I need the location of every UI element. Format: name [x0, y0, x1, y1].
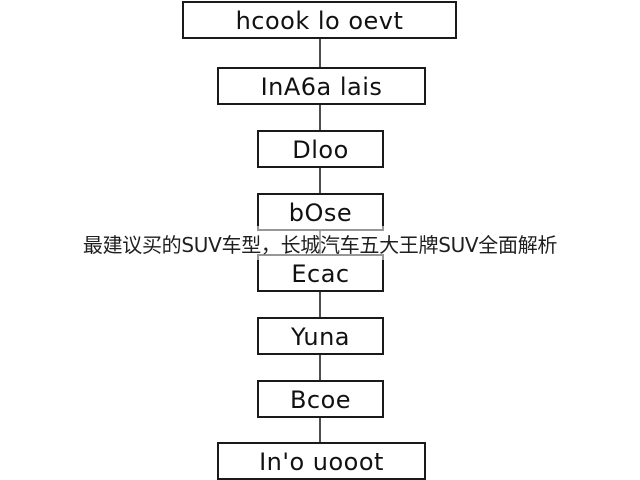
node-label: InA6a lais	[261, 73, 383, 101]
flow-node: Dloo	[257, 130, 384, 168]
node-box	[257, 317, 384, 355]
node-box	[257, 193, 384, 231]
caption-text: 最建议买的SUV车型，长城汽车五大王牌SUV全面解析	[82, 232, 558, 257]
node-label: Dloo	[292, 136, 349, 164]
flow-node: In'o uooot	[217, 442, 426, 480]
caption-overlay: 最建议买的SUV车型，长城汽车五大王牌SUV全面解析	[0, 226, 640, 260]
flow-node: bOse	[257, 193, 384, 231]
node-label: Bcoe	[290, 386, 351, 414]
node-label: hcook lo oevt	[236, 7, 404, 35]
node-box	[257, 130, 384, 168]
node-label: In'o uooot	[259, 448, 384, 476]
node-label: Ecac	[291, 260, 349, 288]
node-box	[257, 254, 384, 292]
node-box	[217, 67, 426, 105]
flow-node: Yuna	[257, 317, 384, 355]
flow-node: hcook lo oevt	[182, 1, 457, 39]
flow-node: Bcoe	[257, 380, 384, 418]
flow-node: Ecac	[257, 254, 384, 292]
flow-node: InA6a lais	[217, 67, 426, 105]
node-label: bOse	[289, 199, 352, 227]
node-label: Yuna	[290, 323, 350, 351]
node-box	[182, 1, 457, 39]
node-box	[257, 380, 384, 418]
node-box	[217, 442, 426, 480]
